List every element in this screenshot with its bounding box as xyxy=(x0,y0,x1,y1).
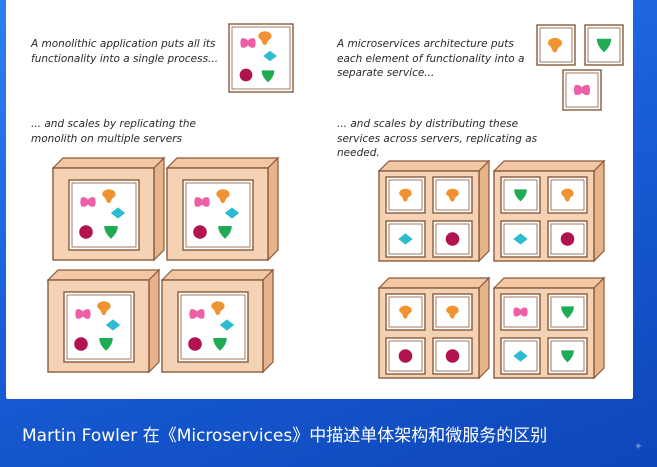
monolith-server-3-top xyxy=(46,269,161,281)
monolith-replica-2 xyxy=(182,179,254,251)
microservices-server-4-side xyxy=(593,276,605,380)
figure-caption: Martin Fowler 在《Microservices》中描述单体架构和微服… xyxy=(22,426,548,446)
service-orange-inner xyxy=(539,27,573,63)
microservices-server-1-side xyxy=(478,159,490,263)
service-box-2-2-inner xyxy=(550,179,585,211)
service-box-1-1-inner xyxy=(388,179,423,211)
monolith-replica-3-inner xyxy=(66,294,132,360)
monolith-server-1-side xyxy=(153,156,165,262)
service-box-3-3-inner xyxy=(388,340,423,372)
monolith-replica-3 xyxy=(63,291,135,363)
service-pink-inner xyxy=(565,72,599,108)
monolith-replica-1-inner xyxy=(71,182,137,248)
monolith-replica-4-inner xyxy=(180,294,246,360)
crimson-component-icon xyxy=(239,68,253,82)
microservices-server-3-top xyxy=(377,277,491,289)
monolith-server-2-top xyxy=(165,157,280,169)
service-box-4-2-inner xyxy=(550,296,585,328)
microservices-scale-text: ... and scales by distributing these ser… xyxy=(337,118,538,159)
crimson-service-icon xyxy=(445,232,460,246)
service-box-1-4-inner xyxy=(435,223,470,255)
crimson-service-icon xyxy=(445,349,460,363)
service-box-4-3-inner xyxy=(503,340,538,372)
monolith-server-1-top xyxy=(51,157,166,169)
monolith-server-4-side xyxy=(262,268,274,374)
service-box-3-1-inner xyxy=(388,296,423,328)
service-box-1-3-inner xyxy=(388,223,423,255)
microservices-server-3-side xyxy=(478,276,490,380)
service-box-3-4-inner xyxy=(435,340,470,372)
crimson-component-icon xyxy=(74,337,88,351)
monolith-process-inner xyxy=(231,26,291,90)
crimson-component-icon xyxy=(79,225,93,239)
service-box-2-3-inner xyxy=(503,223,538,255)
monolith-replica-4 xyxy=(177,291,249,363)
monolith-scale-text: ... and scales by replicating the monoli… xyxy=(31,118,196,145)
monolith-server-3-side xyxy=(148,268,160,374)
microservices-server-4-top xyxy=(492,277,606,289)
service-box-2-1-inner xyxy=(503,179,538,211)
crimson-component-icon xyxy=(193,225,207,239)
microservices-server-1-top xyxy=(377,160,491,172)
monolith-server-2-side xyxy=(267,156,279,262)
watermark-logo: ✦ xyxy=(633,440,643,453)
microservices-intro-text: A microservices architecture puts each e… xyxy=(337,38,525,79)
service-box-1-2-inner xyxy=(435,179,470,211)
crimson-service-icon xyxy=(398,349,413,363)
service-box-2-4-inner xyxy=(550,223,585,255)
service-box-4-4-inner xyxy=(550,340,585,372)
monolith-replica-1 xyxy=(68,179,140,251)
service-green-inner xyxy=(587,27,621,63)
monolith-replica-2-inner xyxy=(185,182,251,248)
monolith-intro-text: A monolithic application puts all its fu… xyxy=(31,38,219,65)
service-box-4-2 xyxy=(547,293,588,331)
monolith-server-4-top xyxy=(160,269,275,281)
crimson-component-icon xyxy=(188,337,202,351)
microservices-server-2-top xyxy=(492,160,606,172)
microservices-server-2-side xyxy=(593,159,605,263)
crimson-service-icon xyxy=(560,232,575,246)
service-box-3-2-inner xyxy=(435,296,470,328)
service-box-4-1-inner xyxy=(503,296,538,328)
